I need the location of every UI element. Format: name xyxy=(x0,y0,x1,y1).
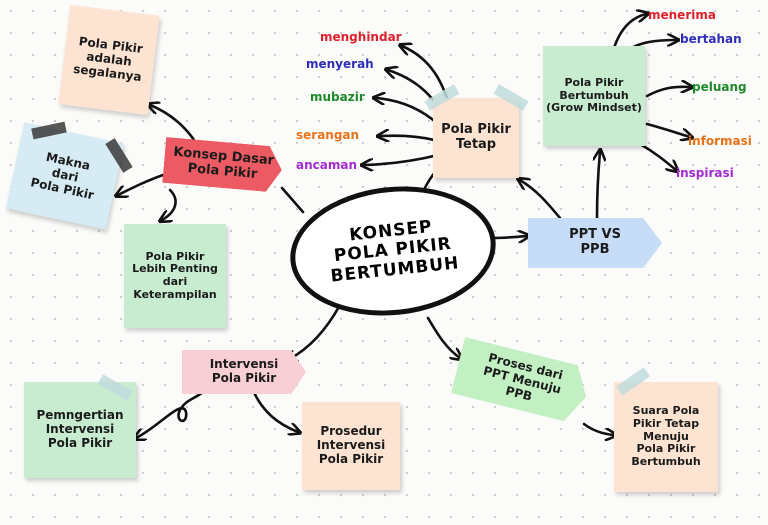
node-pola-pikir-segalanya: Pola Pikir adalah segalanya xyxy=(58,4,160,116)
node-segalanya-text: Pola Pikir adalah segalanya xyxy=(72,34,144,84)
node-lebih-penting-text: Pola Pikir Lebih Penting dari Keterampil… xyxy=(132,249,218,301)
arrow-center-pptvs xyxy=(490,236,527,238)
arrow-to-ancaman xyxy=(364,153,440,165)
node-prosedur-text: Prosedur Intervensi Pola Pikir xyxy=(316,424,386,466)
arrow-to-peluang xyxy=(645,87,690,98)
arrow-to-informasi xyxy=(645,122,690,137)
node-pola-pikir-bertumbuh: Pola Pikir Bertumbuh (Grow Mindset) xyxy=(543,46,645,146)
arrow-to-serangan xyxy=(380,136,436,140)
word-menerima: menerima xyxy=(648,8,716,22)
arrow-to-lebih-penting xyxy=(162,188,177,220)
arrow-center-proses xyxy=(426,316,460,358)
word-menyerah: menyerah xyxy=(306,57,374,71)
node-ppt-vs-ppb: PPT VS PPB xyxy=(528,218,662,268)
word-informasi: informasi xyxy=(688,134,752,148)
node-lebih-penting: Pola Pikir Lebih Penting dari Keterampil… xyxy=(124,224,226,328)
node-suara: Suara Pola Pikir Tetap Menuju Pola Pikir… xyxy=(614,382,718,492)
arrow-to-prosedur xyxy=(250,386,298,432)
arrow-to-menerima xyxy=(612,14,646,50)
node-tetap-text: Pola Pikir Tetap xyxy=(441,122,511,152)
word-peluang: peluang xyxy=(692,80,747,94)
arrow-center-intervensi xyxy=(288,303,342,360)
word-ancaman: ancaman xyxy=(296,158,357,172)
node-bertumbuh-text: Pola Pikir Bertumbuh (Grow Mindset) xyxy=(546,76,642,115)
node-pengertian-intervensi: Pemngertian Intervensi Pola Pikir xyxy=(24,382,136,478)
word-inspirasi: inspirasi xyxy=(676,166,734,180)
word-mubazir: mubazir xyxy=(310,90,365,104)
arrow-center-konsep xyxy=(280,186,305,214)
arrow-to-inspirasi xyxy=(638,142,676,170)
word-menghindar: menghindar xyxy=(320,30,402,44)
node-intervensi: Intervensi Pola Pikir xyxy=(182,350,306,394)
node-makna-text: Makna dari Pola Pikir xyxy=(29,150,96,203)
arrow-to-mubazir xyxy=(376,98,440,126)
arrow-pptvs-bertumbuh xyxy=(597,152,600,220)
node-prosedur: Prosedur Intervensi Pola Pikir xyxy=(302,402,400,490)
arrow-to-pengertian xyxy=(136,380,214,438)
node-pola-pikir-tetap: Pola Pikir Tetap xyxy=(433,98,519,178)
word-serangan: serangan xyxy=(296,128,360,142)
arrow-to-makna xyxy=(118,172,168,195)
node-suara-text: Suara Pola Pikir Tetap Menuju Pola Pikir… xyxy=(631,404,701,468)
word-bertahan: bertahan xyxy=(680,32,742,46)
arrow-to-suara xyxy=(582,422,614,435)
node-pengertian-text: Pemngertian Intervensi Pola Pikir xyxy=(36,408,124,450)
arrow-pptvs-tetap xyxy=(520,180,562,220)
